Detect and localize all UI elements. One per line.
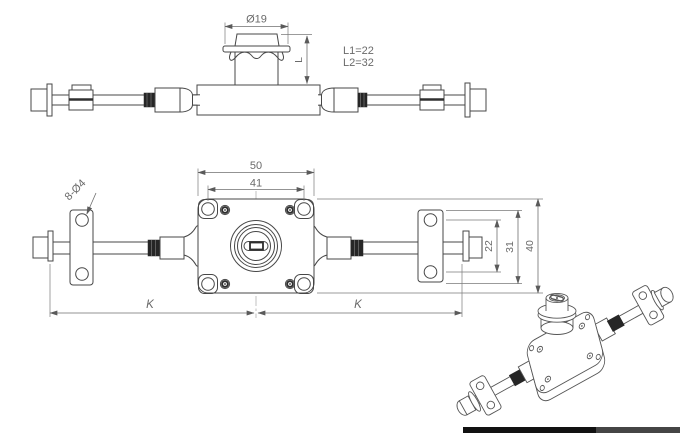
dim-label-mount-holes: 8-Ø4 — [63, 177, 89, 203]
note-variant-1: L1=22 — [343, 45, 374, 57]
dim-label-plate-height: 31 — [504, 241, 516, 253]
dim-label-flange-diameter: Ø19 — [246, 14, 267, 26]
thread-section-right-side — [357, 92, 368, 108]
guide-plate-left — [69, 209, 94, 286]
iso-knob-right — [660, 286, 674, 303]
dim-label-rod-left: K — [146, 299, 155, 311]
plate-hole — [423, 265, 438, 279]
end-cap-left-side — [30, 88, 48, 112]
ball-joint-right-side — [321, 87, 335, 113]
lock-cylinder-front — [230, 220, 282, 272]
front-view: 50 41 8-Ø4 22 31 40 K K — [32, 160, 543, 318]
connector-right-side — [333, 87, 359, 113]
end-flange-left-side — [46, 83, 53, 117]
connector-left-front — [159, 236, 185, 260]
lock-housing-side — [196, 84, 321, 116]
cylinder-flange-side — [222, 45, 291, 53]
dim-label-cylinder-height: L — [293, 57, 305, 63]
plate-hole — [75, 213, 89, 227]
thread-section-left-front — [147, 239, 161, 257]
key-slot — [243, 241, 269, 251]
connector-right-front — [326, 236, 352, 260]
isometric-view — [456, 285, 674, 416]
ball-joint-left-side — [179, 87, 193, 113]
mount-hole — [201, 202, 215, 216]
key-slot-insert — [249, 241, 264, 251]
iso-threads-right — [606, 314, 625, 332]
dim-label-hole-spacing: 41 — [250, 178, 262, 190]
guide-plate-right — [417, 209, 444, 283]
fork-left-front — [183, 225, 199, 267]
dim-label-body-width: 50 — [250, 160, 262, 172]
dim-label-rod-right: K — [354, 299, 363, 311]
thread-section-right-front — [350, 239, 364, 257]
screw-heads — [219, 204, 296, 290]
footer-bar — [463, 427, 680, 433]
end-cap-right-side — [469, 88, 487, 112]
iso-plate-left — [469, 375, 502, 416]
cylinder-cap-side — [234, 33, 280, 47]
end-cap-left-front — [32, 236, 49, 259]
spring-clip-side — [229, 51, 284, 61]
end-flange-right-front — [462, 230, 470, 262]
connector-left-side — [154, 87, 181, 113]
dim-label-plate-hole-spacing: 22 — [483, 240, 495, 252]
note-variant-2: L2=32 — [343, 57, 374, 69]
end-flange-left-front — [47, 230, 54, 262]
iso-lock-cylinder — [537, 292, 577, 335]
thread-section-left-side — [143, 92, 156, 108]
plate-hole — [423, 213, 438, 227]
lock-cylinder-side — [234, 49, 279, 86]
end-flange-right-side — [464, 82, 471, 118]
plate-hole — [75, 267, 89, 281]
corner-boss — [198, 274, 218, 294]
mount-hole — [201, 277, 215, 291]
end-cap-right-front — [468, 236, 483, 259]
mount-hole — [297, 277, 311, 291]
dim-label-body-height: 40 — [524, 240, 536, 252]
fork-right-front — [312, 225, 328, 267]
iso-key-slot — [549, 294, 565, 302]
side-view: Ø19 L L1=22 L2=32 — [30, 14, 487, 118]
mount-hole — [297, 202, 311, 216]
